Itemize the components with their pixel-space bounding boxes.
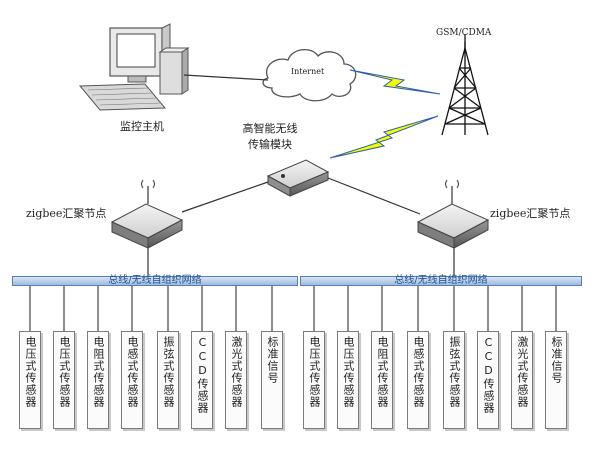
bus-left-label: 总线/无线自组织网络: [108, 275, 202, 286]
sensor-right-1-label: 电压式传感器: [308, 336, 321, 408]
sensor-right-5: 振弦式传感器: [443, 331, 465, 429]
sensor-left-4: 电感式传感器: [121, 331, 143, 429]
bus-left: 总线/无线自组织网络: [12, 275, 298, 286]
computer-icon: [78, 23, 190, 111]
sensor-left-1: 电压式传感器: [19, 331, 41, 429]
sensor-right-2: 电压式传感器: [337, 331, 359, 429]
internet-label: Internet: [291, 67, 325, 76]
monitor-host-label: 监控主机: [120, 120, 164, 133]
sensor-right-2-label: 电压式传感器: [342, 336, 355, 408]
sensor-left-6: CCD传感器: [191, 331, 213, 429]
sensor-left-8: 标准信号: [261, 331, 283, 429]
line-module-left: [181, 181, 269, 213]
wireless-module-label-line2: 传输模块: [248, 138, 292, 151]
sensor-right-7: 激光式传感器: [511, 331, 533, 429]
wireless-link-bolt: [329, 115, 439, 159]
bus-right: 总线/无线自组织网络: [300, 275, 582, 286]
sensor-left-7-label: 激光式传感器: [230, 336, 243, 408]
sensor-right-4: 电感式传感器: [407, 331, 429, 429]
zigbee-node-right-label: zigbee汇聚节点: [490, 207, 571, 220]
sensor-left-1-label: 电压式传感器: [24, 336, 37, 408]
wireless-module-label: 高智能无线 传输模块: [235, 120, 305, 152]
sensor-drops-right: [313, 284, 557, 331]
gsm-tower-icon: [441, 34, 489, 136]
zigbee-node-right-icon: [416, 179, 490, 249]
sensor-right-3: 电阻式传感器: [371, 331, 393, 429]
sensor-right-3-label: 电阻式传感器: [376, 336, 389, 408]
sensor-right-7-label: 激光式传感器: [516, 336, 529, 408]
bus-right-label: 总线/无线自组织网络: [394, 275, 488, 286]
gsm-label: GSM/CDMA: [436, 28, 492, 38]
sensor-left-5-label: 振弦式传感器: [162, 336, 175, 408]
sensor-left-7: 激光式传感器: [225, 331, 247, 429]
sensor-right-8-label: 标准信号: [550, 336, 563, 384]
sensor-right-1: 电压式传感器: [303, 331, 325, 429]
sensor-left-8-label: 标准信号: [266, 336, 279, 384]
sensor-left-5: 振弦式传感器: [157, 331, 179, 429]
sensor-drops-left: [29, 284, 273, 331]
sensor-right-6-label: CCD传感器: [482, 336, 495, 414]
sensor-right-6: CCD传感器: [477, 331, 499, 429]
sensor-left-3: 电阻式传感器: [87, 331, 109, 429]
sensor-right-8: 标准信号: [545, 331, 567, 429]
sensor-right-4-label: 电感式传感器: [412, 336, 425, 408]
sensor-left-6-label: CCD传感器: [196, 336, 209, 414]
wireless-link-bolt: [349, 69, 441, 95]
wireless-module-label-line1: 高智能无线: [242, 122, 298, 135]
sensor-left-2: 电压式传感器: [53, 331, 75, 429]
sensor-right-5-label: 振弦式传感器: [448, 336, 461, 408]
sensor-left-2-label: 电压式传感器: [58, 336, 71, 408]
sensor-left-4-label: 电感式传感器: [126, 336, 139, 408]
zigbee-node-left-icon: [110, 179, 184, 249]
sensor-left-3-label: 电阻式传感器: [92, 336, 105, 408]
zigbee-node-left-label: zigbee汇聚节点: [26, 207, 107, 220]
line-host-internet: [183, 74, 269, 81]
line-module-right: [327, 177, 421, 215]
wireless-module-icon: [266, 159, 330, 197]
internet-cloud-icon: [262, 49, 357, 102]
